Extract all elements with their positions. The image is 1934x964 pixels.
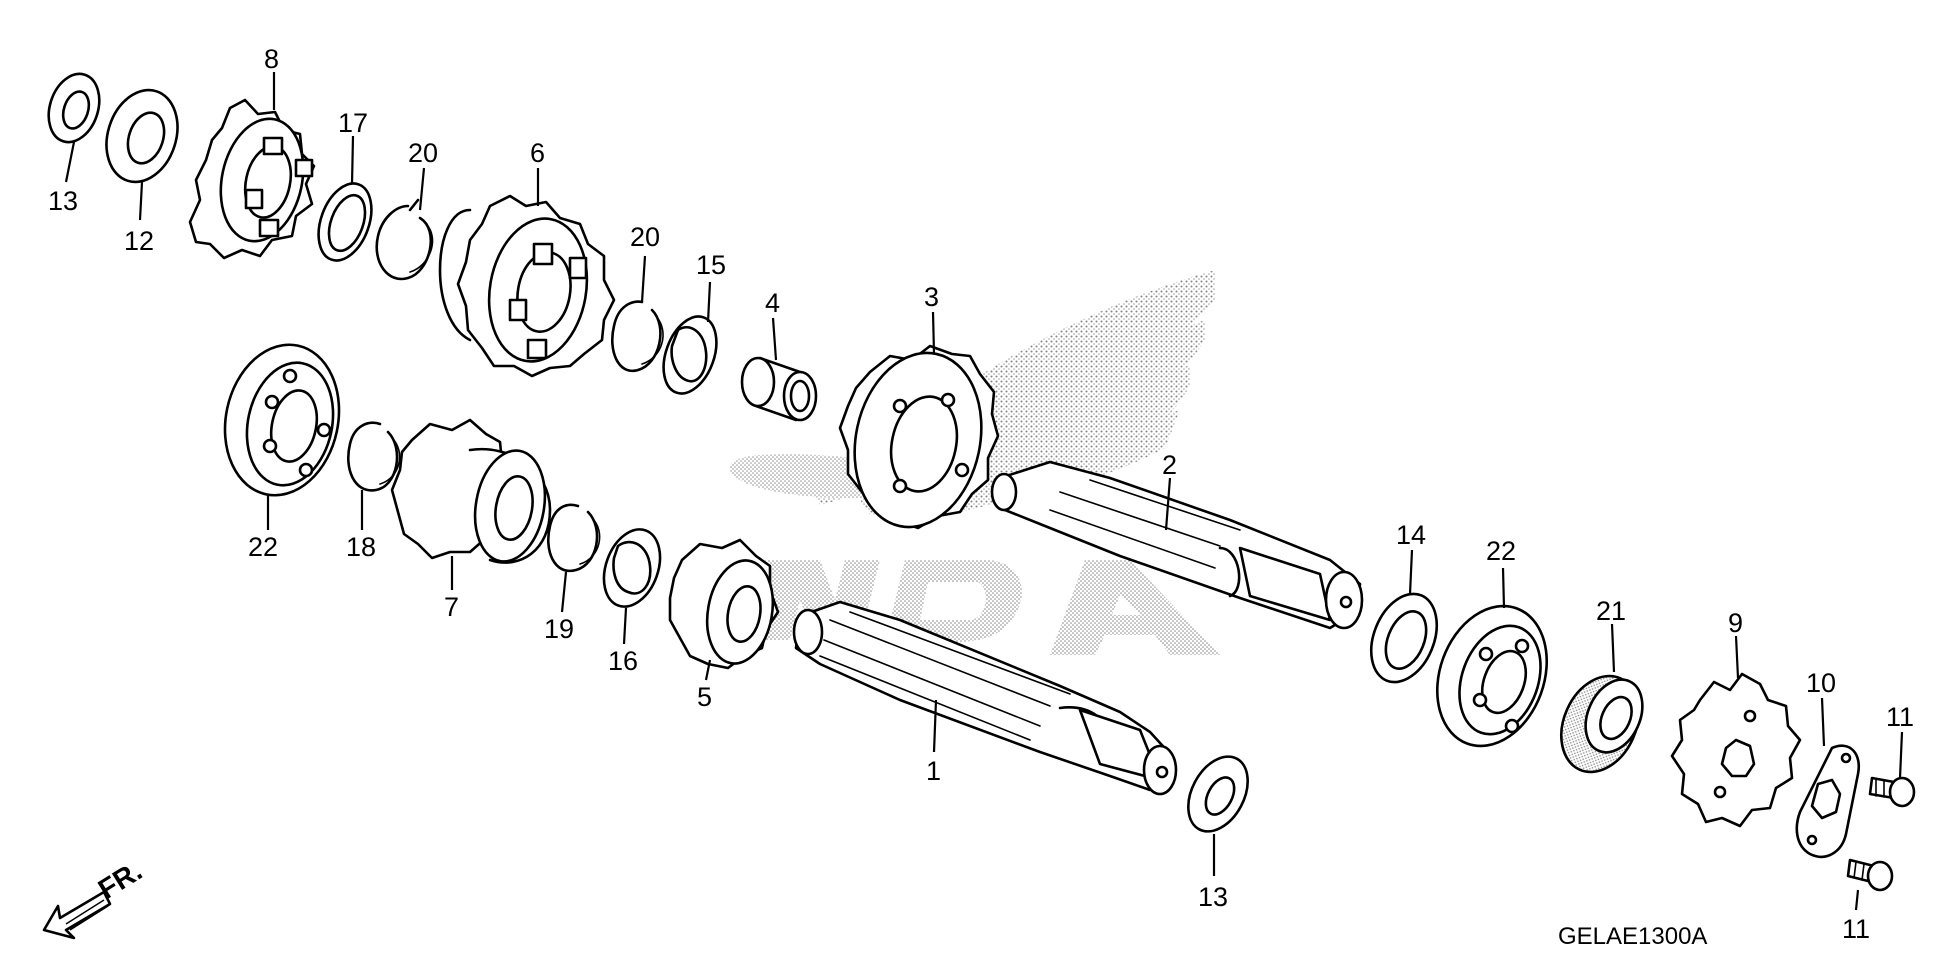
callout-19-right: 19 [544, 614, 574, 644]
callout-4: 4 [765, 288, 780, 318]
bolt-11-upper [1868, 776, 1916, 808]
brand-lettering-watermark [740, 560, 1220, 655]
circlip-19-left [347, 421, 401, 492]
circlip-20-upper [375, 198, 434, 281]
washer-18 [317, 182, 373, 262]
leader-lines [64, 72, 1904, 911]
gear-3 [838, 344, 1000, 530]
callout-5: 5 [697, 682, 712, 712]
circlip-20-lower [611, 300, 664, 373]
washer-13 [1187, 755, 1249, 833]
washer-15 [1369, 592, 1439, 684]
sprocket-9 [1670, 672, 1802, 828]
callout-8: 8 [264, 44, 279, 74]
callout-20-lower: 20 [630, 222, 660, 252]
washer-17 [602, 528, 662, 608]
shaft-2 [990, 460, 1364, 630]
front-direction-indicator: FR. [42, 855, 147, 940]
front-arrow-icon [42, 890, 112, 940]
gear-5 [668, 538, 780, 670]
callout-6: 6 [530, 138, 545, 168]
callout-13: 13 [1198, 882, 1228, 912]
callout-10: 10 [1806, 668, 1836, 698]
callout-7: 7 [444, 592, 459, 622]
callout-21: 21 [1596, 596, 1626, 626]
washer-14 [47, 72, 101, 144]
callout-11-upper: 11 [1886, 702, 1914, 732]
callout-22-right: 22 [1486, 536, 1516, 566]
callout-20-upper: 20 [408, 138, 438, 168]
callout-14: 13 [48, 186, 78, 216]
callout-12: 12 [124, 226, 154, 256]
washer-12 [105, 88, 179, 184]
washer-16 [662, 315, 718, 395]
bushing-4 [740, 356, 818, 422]
bearing-22-right [1435, 604, 1549, 748]
shaft-1 [792, 600, 1178, 796]
callout-17: 16 [608, 646, 638, 676]
callout-2: 2 [1162, 450, 1177, 480]
callout-labels: 8 17 20 6 13 12 20 15 4 3 2 14 22 21 9 1… [48, 44, 1914, 944]
callout-15: 14 [1396, 520, 1426, 550]
callout-9: 9 [1728, 608, 1743, 638]
circlip-19-right [547, 503, 601, 573]
gear-8 [188, 98, 316, 260]
gear-7 [390, 418, 552, 564]
bearing-22-left [223, 343, 341, 497]
callout-19-left: 18 [346, 532, 376, 562]
callout-1: 1 [926, 756, 941, 786]
callout-11-lower: 11 [1842, 914, 1870, 944]
callout-3: 3 [924, 282, 939, 312]
fixing-plate-10 [1795, 744, 1861, 859]
callout-22-left: 22 [248, 532, 278, 562]
oil-seal-21 [1560, 674, 1644, 774]
callout-16: 15 [696, 250, 726, 280]
gear-6 [438, 194, 616, 378]
callout-18: 17 [338, 108, 368, 138]
bolt-11-lower [1846, 858, 1894, 892]
diagram-code: GELAE1300A [1558, 923, 1707, 950]
